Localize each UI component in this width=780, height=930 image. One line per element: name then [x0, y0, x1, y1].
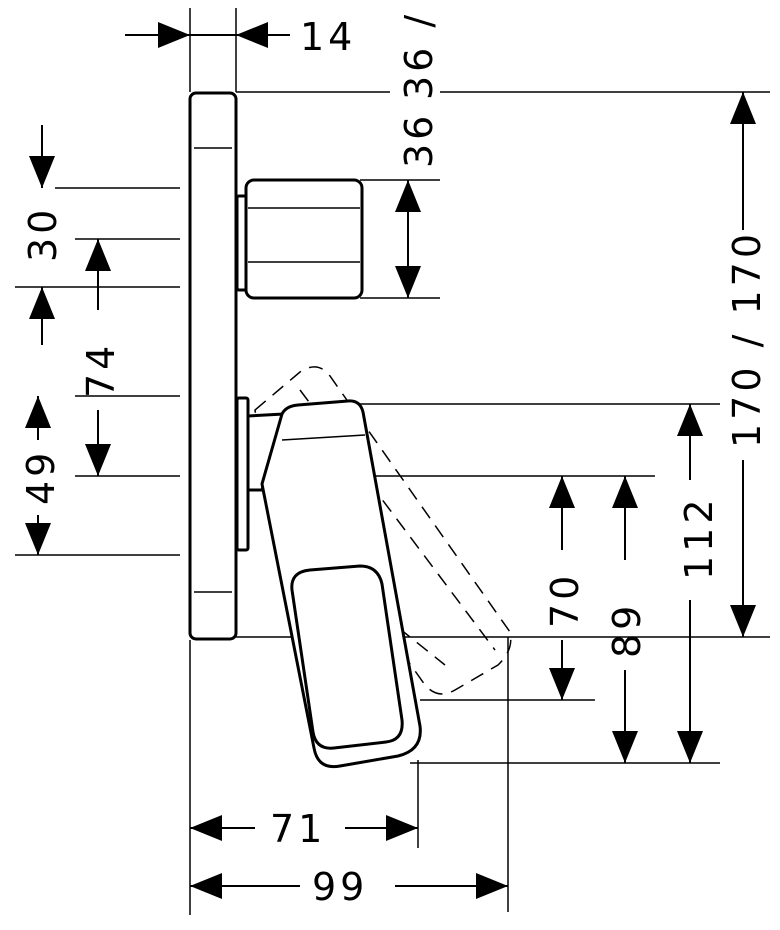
dim-lever-reach — [190, 815, 418, 841]
dim-label-total-height: 170 / 170 — [725, 230, 769, 448]
dim-label-lower-left: 70 — [543, 572, 587, 628]
dim-label-upper-offset: 36 / 36 — [397, 0, 441, 100]
dim-max-reach — [190, 873, 508, 899]
dim-mid-spacing — [85, 239, 111, 476]
dim-lower-left — [549, 476, 575, 700]
dim-lower-right — [612, 476, 638, 763]
dim-label-knob-height: 36 — [397, 112, 441, 168]
dim-label-lower-spacing: 49 — [19, 449, 63, 505]
extension-lines — [15, 8, 770, 915]
dim-label-plate-depth: 14 — [300, 15, 356, 59]
knob-body — [235, 178, 364, 300]
dim-lower-spacing — [25, 396, 51, 555]
dim-knob-height — [395, 180, 421, 298]
dim-lever-height — [677, 404, 703, 763]
dim-plate-depth — [125, 22, 290, 48]
dim-label-max-reach: 99 — [312, 865, 368, 909]
dim-label-lever-reach: 71 — [270, 807, 326, 851]
wall-plate — [188, 91, 238, 641]
lever-body — [235, 396, 422, 769]
dim-label-lower-right: 89 — [605, 602, 649, 658]
dim-total-height — [730, 92, 756, 637]
dim-label-upper-spacing: 30 — [21, 206, 65, 262]
dim-label-lever-height: 112 — [677, 495, 721, 580]
dim-upper-spacing — [29, 125, 55, 345]
dim-label-mid-spacing: 74 — [79, 342, 123, 398]
